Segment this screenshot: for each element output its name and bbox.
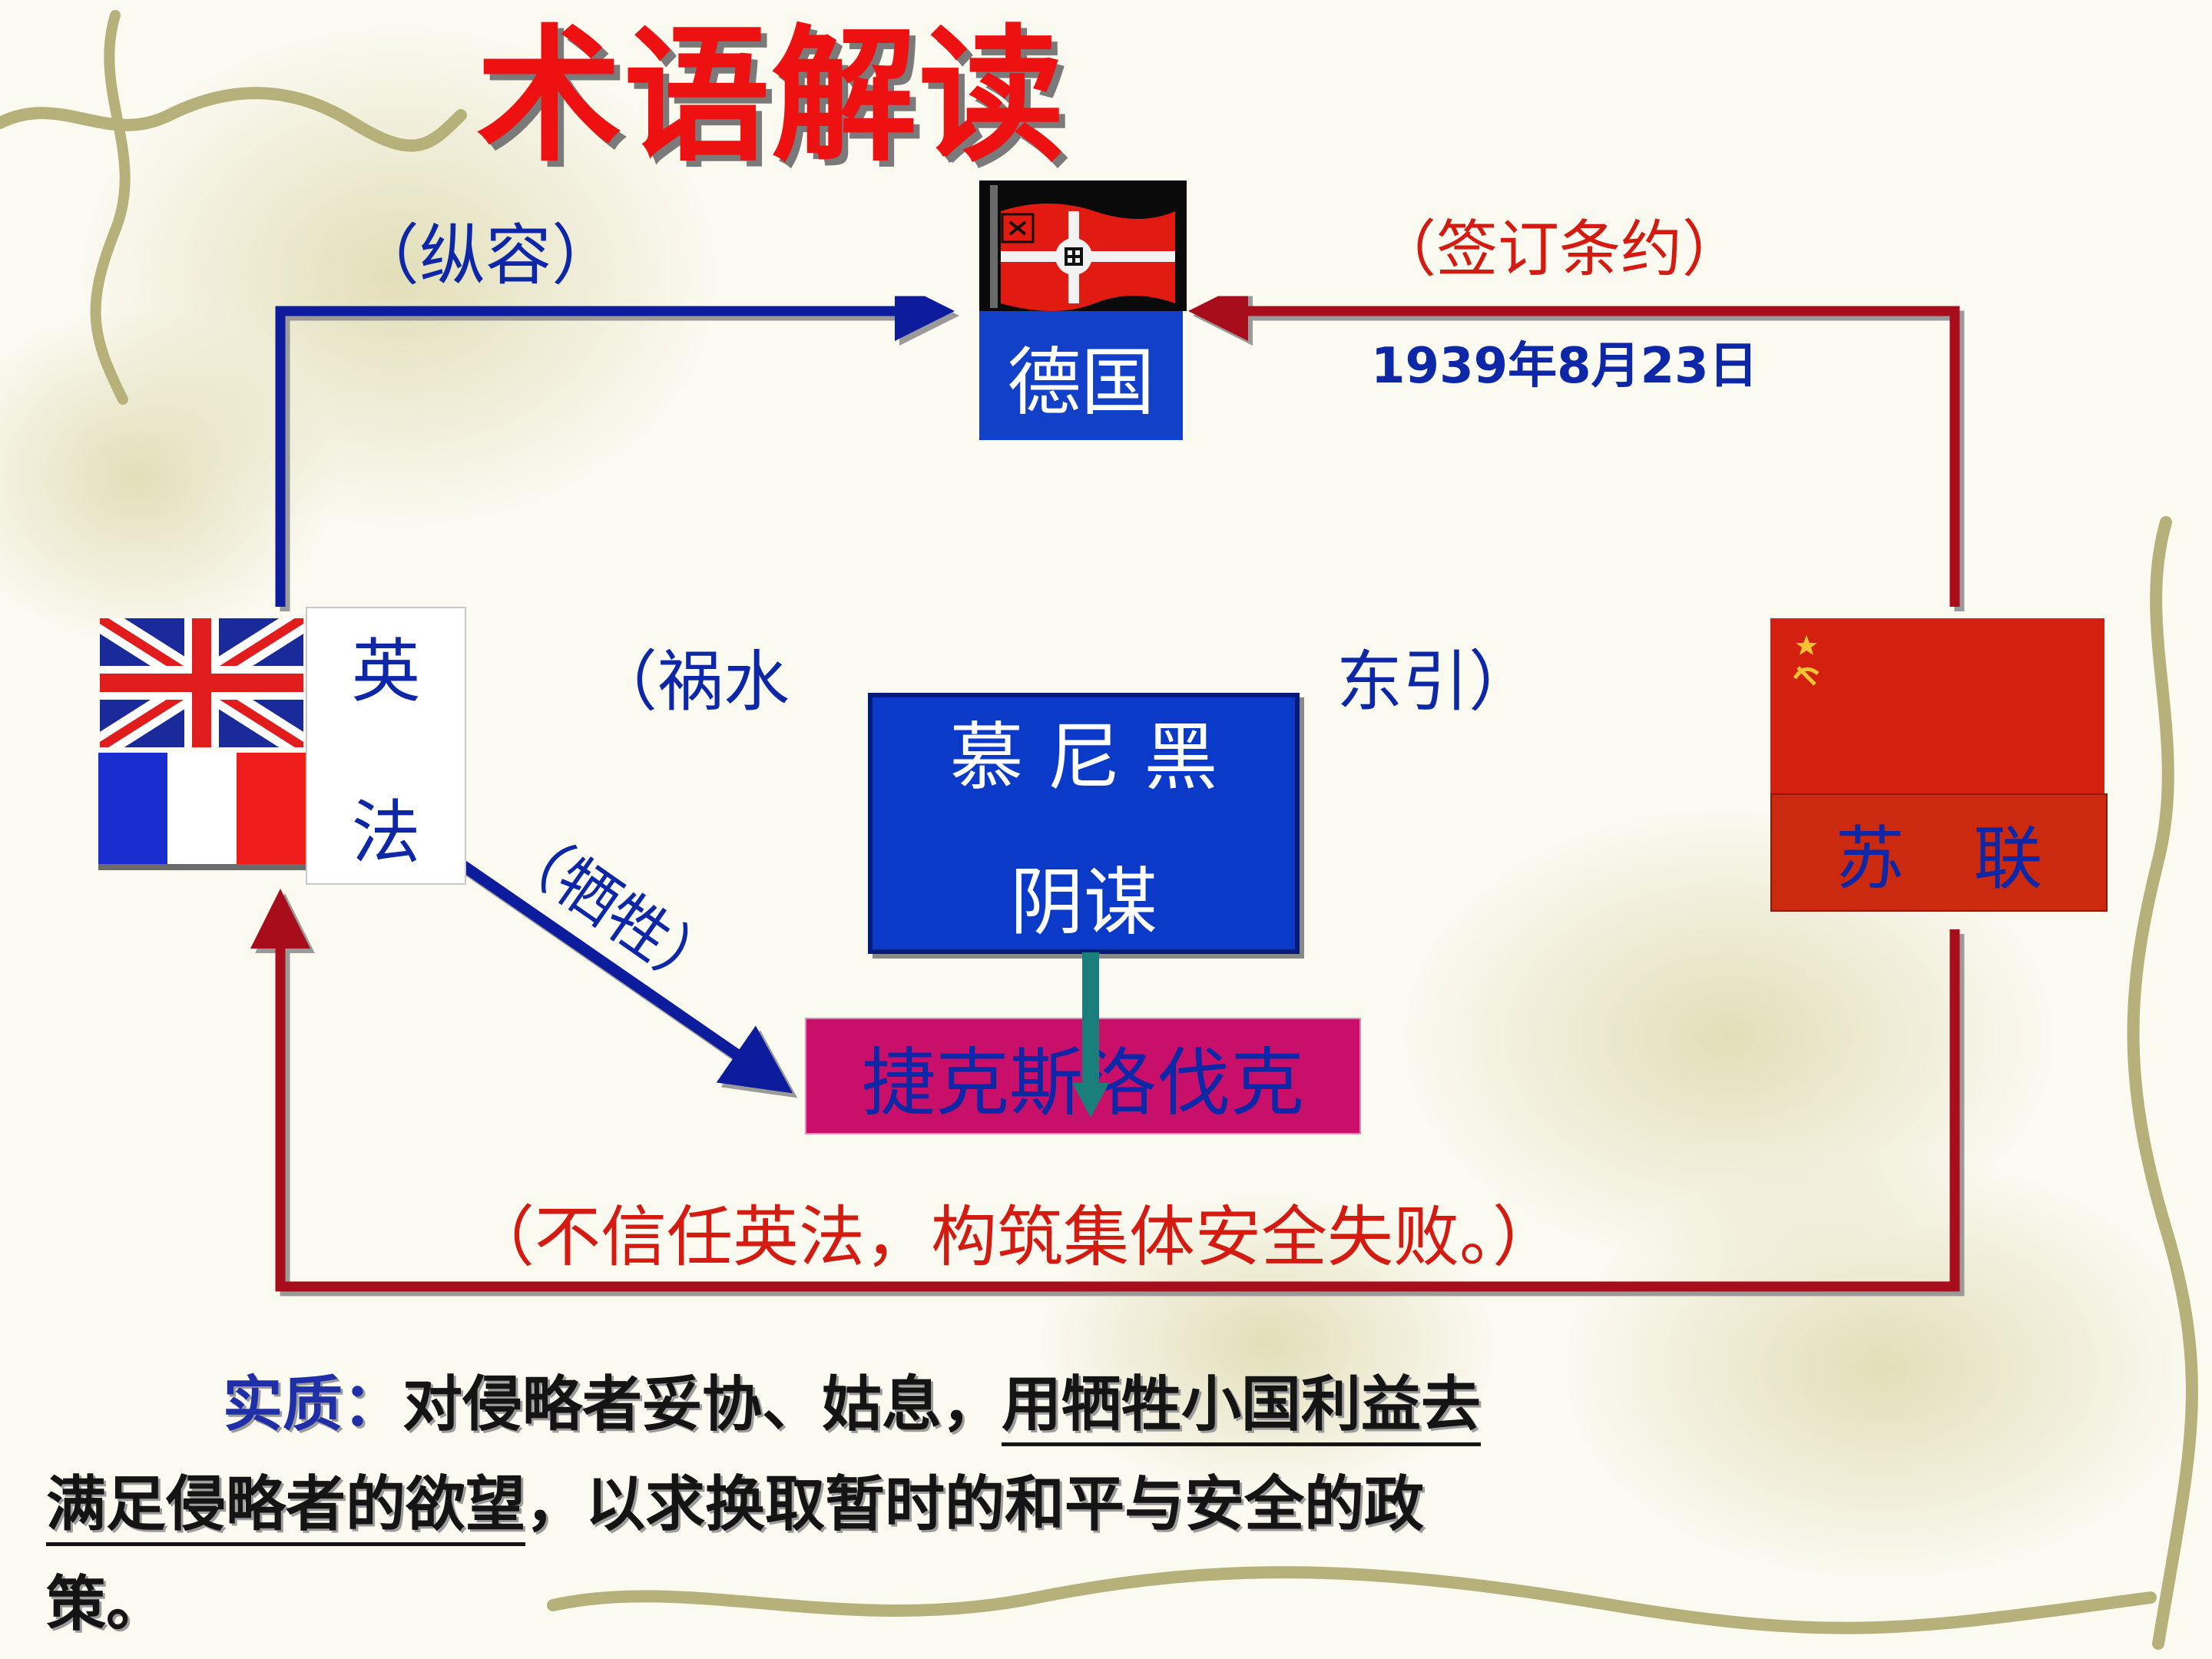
- arrow-munich-to-czech: [1072, 952, 1109, 1118]
- germany-node: 德国: [979, 311, 1183, 440]
- flower-shadow: [0, 307, 338, 645]
- vine-right: [2127, 516, 2198, 1650]
- summary-part2: ，以求换取暂时的和平与安全的政: [525, 1469, 1425, 1539]
- page-title: 术语解读: [476, 10, 1067, 181]
- anglo-french-label-top: 英: [351, 631, 421, 712]
- label-treaty-date: 1939年8月23日: [1371, 338, 1758, 395]
- vine-top: [0, 87, 467, 152]
- uk-flag: [100, 618, 303, 747]
- flower-shadow: [1037, 1190, 1498, 1498]
- vine-bottom: [547, 1566, 2157, 1634]
- summary-underlined-2: 满足侵略者的欲望: [46, 1469, 526, 1546]
- soviet-node: 苏 联: [1770, 793, 2108, 912]
- summary-key: 实质：: [223, 1369, 403, 1439]
- summary-part3: 策。: [46, 1569, 167, 1639]
- vine-left: [90, 10, 131, 405]
- label-distrust: （不信任英法，构筑集体安全失败。）: [469, 1199, 1558, 1276]
- munich-label-line1: 慕 尼 黑: [949, 714, 1218, 800]
- arrow-connive: [275, 281, 955, 607]
- label-disaster-right: 东引）: [1336, 644, 1535, 720]
- munich-label-line2: 阴谋: [1010, 859, 1157, 945]
- arrow-sign-treaty: [1188, 281, 1960, 607]
- summary-line-3: 策。: [46, 1575, 2043, 1634]
- anglo-french-node: 英 法: [306, 607, 466, 885]
- germany-label: 德国: [1007, 339, 1155, 426]
- summary-part1: 对侵略者妥协、姑息，: [402, 1369, 1002, 1439]
- label-sign-treaty: （签订条约）: [1375, 214, 1743, 285]
- summary-line-1: 实质：对侵略者妥协、姑息，用牺牲小国利益去: [223, 1369, 2212, 1446]
- soviet-label: 苏 联: [1835, 819, 2043, 899]
- label-connive: （纵容）: [353, 217, 618, 294]
- soviet-flag: [1770, 618, 2104, 793]
- summary-underlined-1: 用牺牲小国利益去: [1002, 1369, 1482, 1446]
- france-flag: [98, 753, 306, 876]
- flower-shadow: [1559, 1152, 2204, 1582]
- germany-flag: [979, 180, 1187, 311]
- arrow-sacrifice: [457, 859, 793, 1094]
- arrow-distrust: [250, 889, 1960, 1292]
- summary-line-2: 满足侵略者的欲望，以求换取暂时的和平与安全的政: [46, 1469, 2043, 1546]
- label-disaster-left: （祸水: [591, 644, 790, 720]
- munich-node: 慕 尼 黑 阴谋: [868, 693, 1300, 954]
- flower-shadow: [1398, 806, 2058, 1267]
- anglo-french-label-bottom: 法: [351, 793, 421, 873]
